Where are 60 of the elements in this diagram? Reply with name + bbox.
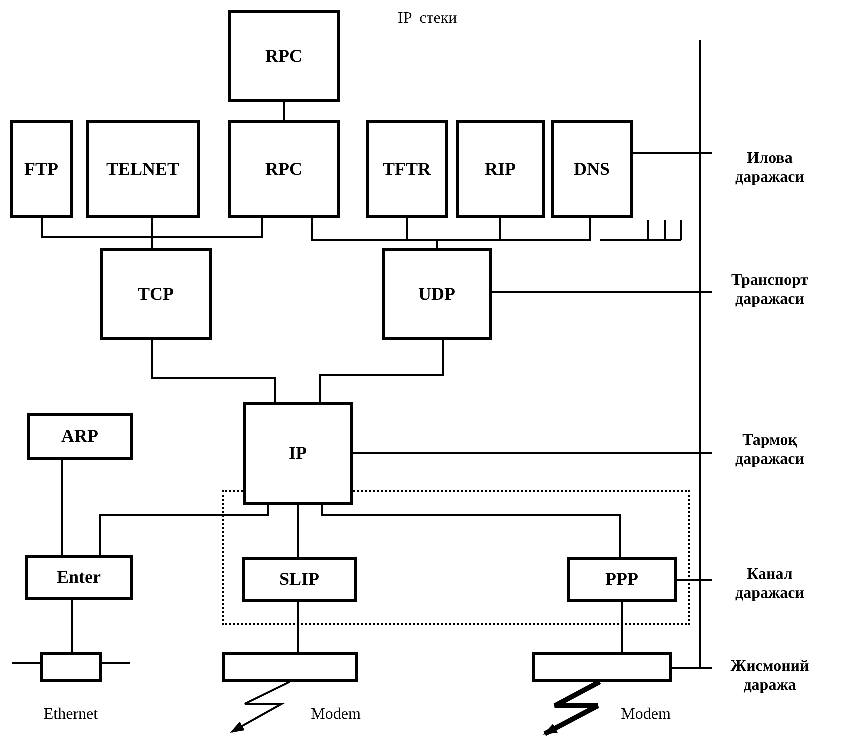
- protocol-name: ARP: [62, 426, 98, 447]
- device-box: [40, 652, 102, 682]
- protocol-name: TCP: [138, 284, 174, 304]
- protocol-box: [242, 557, 357, 602]
- protocol-box: [228, 10, 340, 102]
- layer-label: Илова даражаси: [734, 148, 806, 188]
- device-label: Modem: [620, 706, 672, 724]
- device-label: Ethernet: [42, 706, 100, 724]
- connector-line: [151, 218, 263, 248]
- diagram-title: IP стеки: [398, 10, 458, 28]
- protocol-box: [382, 248, 492, 340]
- connector-line: [436, 218, 591, 248]
- layer-label: Канал даражаси: [734, 564, 806, 604]
- leader-line: [492, 291, 712, 293]
- protocol-name: TFTR: [382, 158, 431, 180]
- protocol-name: UDP: [418, 284, 456, 304]
- layer-label: Жисмоний даража: [730, 656, 810, 696]
- protocol-box: [86, 120, 200, 218]
- protocol-box: [25, 555, 133, 600]
- protocol-box: [100, 248, 212, 340]
- layer-label: Транспорт даражаси: [730, 270, 810, 310]
- device-label: Modem: [310, 706, 362, 724]
- leader-line: [633, 152, 712, 154]
- protocol-name: RPC: [266, 46, 302, 66]
- protocol-box: [228, 120, 340, 218]
- device-box: [532, 652, 672, 682]
- lightning-arrow: [230, 681, 290, 733]
- protocol-box: [366, 120, 448, 218]
- protocol-box: [243, 402, 353, 505]
- connector-line: [99, 505, 269, 555]
- protocol-name: IP: [289, 443, 307, 464]
- leader-line: [353, 452, 712, 454]
- protocol-box: [551, 120, 633, 218]
- layer-label: Тармоқ даражаси: [734, 430, 806, 470]
- protocol-name: PPP: [606, 569, 638, 590]
- protocol-box: [567, 557, 677, 602]
- protocol-name: Enter: [57, 567, 101, 588]
- protocol-name: DNS: [574, 158, 610, 180]
- connector-line: [283, 102, 285, 120]
- connector-line: [319, 340, 444, 402]
- protocol-name: SLIP: [279, 569, 320, 590]
- leader-line: [677, 579, 712, 581]
- protocol-name: TELNET: [106, 158, 180, 180]
- connector-line: [297, 505, 299, 557]
- protocol-name: FTP: [24, 158, 58, 180]
- device-box: [222, 652, 358, 682]
- connector-line: [621, 602, 623, 652]
- connector-line: [71, 600, 73, 652]
- protocol-box: [10, 120, 73, 218]
- protocol-name: RPC: [266, 158, 302, 180]
- lightning-arrow: [543, 680, 602, 736]
- connector-line: [61, 460, 63, 555]
- protocol-box: [456, 120, 545, 218]
- connector-line: [321, 505, 621, 557]
- protocol-box: [27, 413, 133, 460]
- group-outline: [222, 490, 690, 625]
- connector-line: [151, 340, 276, 402]
- connector-line: [297, 602, 299, 652]
- leader-line: [672, 667, 712, 669]
- protocol-name: RIP: [485, 158, 516, 180]
